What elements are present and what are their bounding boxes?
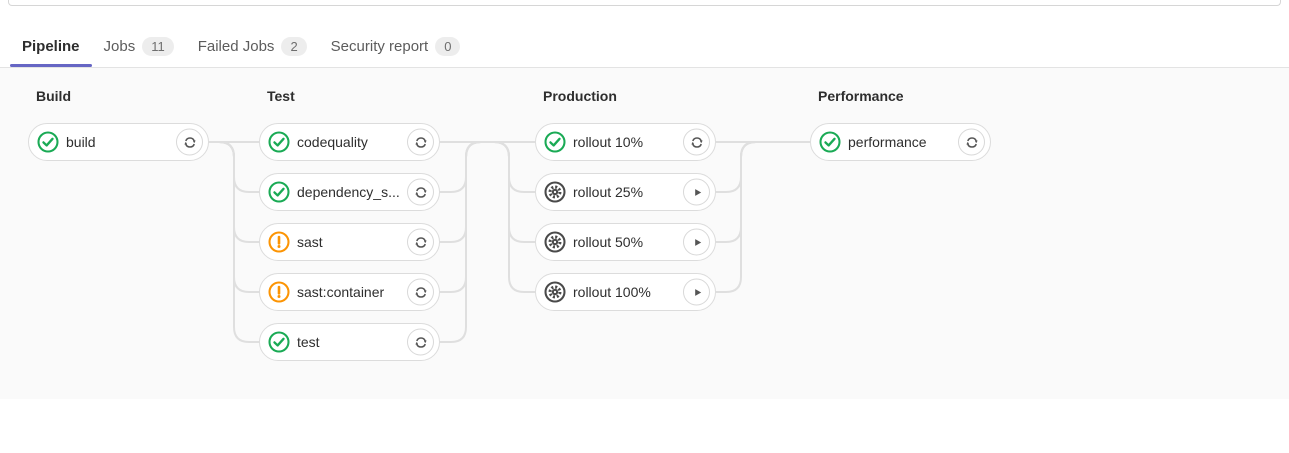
status-success-check-circle-icon [819, 131, 841, 153]
job-performance[interactable]: performance [810, 123, 991, 161]
status-manual-gear-circle-icon [544, 281, 566, 303]
job-name-label: build [66, 134, 96, 150]
job-name-label: rollout 10% [573, 134, 644, 150]
status-manual-gear-circle-icon [544, 231, 566, 253]
job-test[interactable]: test [259, 323, 440, 361]
retry-icon [414, 236, 427, 248]
retry-icon [414, 136, 427, 148]
retry-job-button[interactable] [683, 128, 710, 156]
job-name-label: performance [848, 134, 927, 150]
tab-pipeline[interactable]: Pipeline [10, 26, 92, 67]
play-job-button[interactable] [683, 278, 710, 306]
tab-label: Pipeline [22, 38, 80, 55]
job-name-label: sast [297, 234, 323, 250]
job-rollout-25[interactable]: rollout 25% [535, 173, 716, 211]
status-success-check-circle-icon [268, 181, 290, 203]
job-rollout-50[interactable]: rollout 50% [535, 223, 716, 261]
tab-count-badge: 11 [142, 37, 174, 56]
retry-job-button[interactable] [407, 178, 434, 206]
job-rollout-10[interactable]: rollout 10% [535, 123, 716, 161]
tab-count-badge: 0 [435, 37, 461, 56]
retry-icon [183, 136, 196, 148]
job-sast[interactable]: sast [259, 223, 440, 261]
play-icon [694, 288, 701, 296]
job-build[interactable]: build [28, 123, 209, 161]
stage-title-build: Build [36, 88, 71, 104]
stage-title-test: Test [267, 88, 295, 104]
job-name-label: rollout 100% [573, 284, 651, 300]
retry-job-button[interactable] [407, 228, 434, 256]
status-success-check-circle-icon [268, 131, 290, 153]
job-sast-container[interactable]: sast:container [259, 273, 440, 311]
job-name-label: rollout 25% [573, 184, 644, 200]
content-box-bottom-edge [8, 0, 1281, 6]
job-rollout-100[interactable]: rollout 100% [535, 273, 716, 311]
status-success-check-circle-icon [37, 131, 59, 153]
retry-job-button[interactable] [407, 128, 434, 156]
retry-icon [690, 136, 703, 148]
tab-failed-jobs[interactable]: Failed Jobs 2 [186, 26, 319, 67]
retry-job-button[interactable] [407, 278, 434, 306]
retry-icon [414, 186, 427, 198]
job-name-label: dependency_s... [297, 184, 400, 200]
tab-count-badge: 2 [281, 37, 307, 56]
status-success-check-circle-icon [268, 331, 290, 353]
retry-job-button[interactable] [176, 128, 203, 156]
job-name-label: sast:container [297, 284, 385, 300]
job-name-label: test [297, 334, 320, 350]
job-name-label: rollout 50% [573, 234, 644, 250]
job-codequality[interactable]: codequality [259, 123, 440, 161]
tab-label: Security report [330, 38, 429, 55]
pipeline-connector-lines [209, 141, 810, 343]
status-manual-gear-circle-icon [544, 181, 566, 203]
play-job-button[interactable] [683, 228, 710, 256]
status-success-check-circle-icon [544, 131, 566, 153]
play-icon [694, 188, 701, 196]
pipeline-tabs-bar: Pipeline Jobs 11 Failed Jobs 2 Security repor… [10, 26, 1289, 67]
play-job-button[interactable] [683, 178, 710, 206]
retry-icon [414, 286, 427, 298]
retry-icon [965, 136, 978, 148]
retry-job-button[interactable] [407, 328, 434, 356]
pipeline-graph: Build build Test codequality dependency_s...… [0, 67, 1289, 399]
retry-job-button[interactable] [958, 128, 985, 156]
tab-label: Failed Jobs [197, 38, 275, 55]
stage-title-performance: Performance [818, 88, 904, 104]
job-dependency-s[interactable]: dependency_s... [259, 173, 440, 211]
status-warning-exclamation-circle-icon [268, 231, 290, 253]
job-name-label: codequality [297, 134, 368, 150]
retry-icon [414, 336, 427, 348]
tab-jobs[interactable]: Jobs 11 [92, 26, 186, 67]
tab-label: Jobs [103, 38, 136, 55]
status-warning-exclamation-circle-icon [268, 281, 290, 303]
tab-security-report[interactable]: Security report 0 [319, 26, 473, 67]
stage-title-production: Production [543, 88, 617, 104]
play-icon [694, 238, 701, 246]
